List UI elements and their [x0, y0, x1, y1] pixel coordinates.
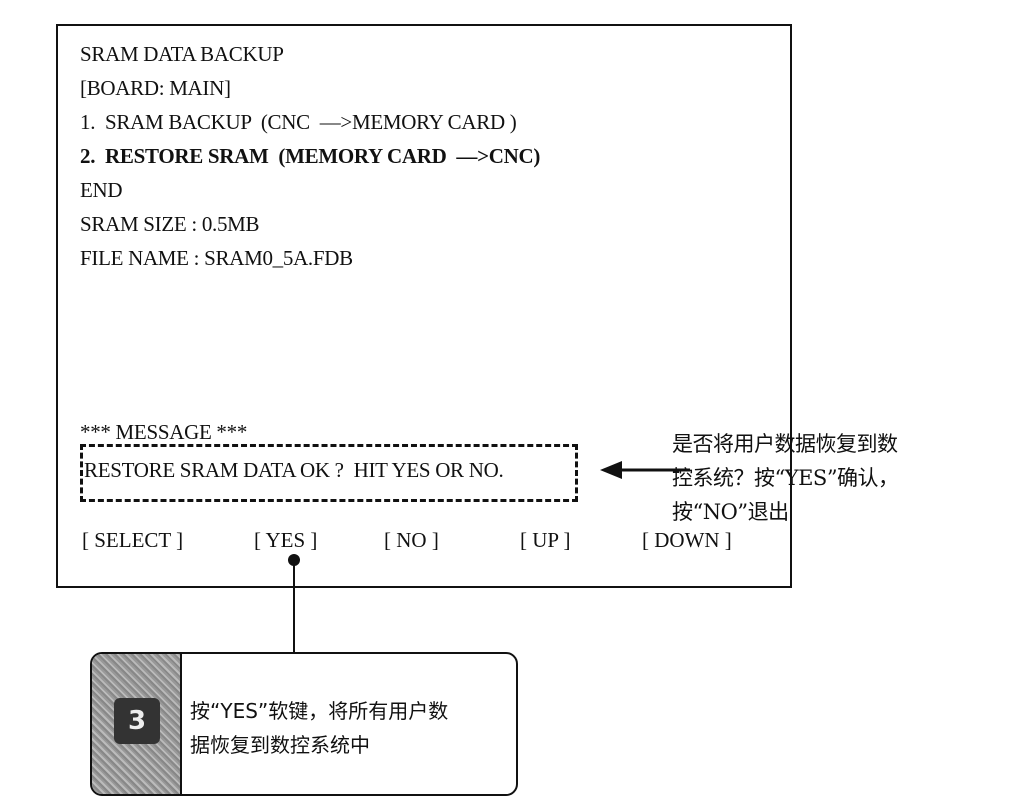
board-label: [BOARD: MAIN]: [80, 76, 231, 100]
step-badge-panel: 3: [92, 654, 182, 794]
step-number: 3: [114, 698, 160, 744]
message-highlight-box: [80, 444, 578, 502]
side-note-line-2: 控系统？按“YES”确认，: [672, 466, 899, 490]
yes-callout-dot: [288, 554, 300, 566]
file-name-label: FILE NAME : SRAM0_5A.FDB: [80, 246, 353, 270]
softkey-up[interactable]: [ UP ]: [520, 528, 571, 552]
message-header: *** MESSAGE ***: [80, 420, 248, 444]
softkey-bar: [ SELECT ] [ YES ] [ NO ] [ UP ] [ DOWN …: [80, 528, 780, 560]
softkey-select[interactable]: [ SELECT ]: [82, 528, 184, 552]
side-note-arrowhead: [600, 461, 622, 479]
softkey-no[interactable]: [ NO ]: [384, 528, 439, 552]
menu-item-restore-sram[interactable]: 2. RESTORE SRAM (MEMORY CARD —>CNC): [80, 144, 541, 168]
step-description: 按“YES”软键，将所有用户数 据恢复到数控系统中: [190, 694, 448, 762]
softkey-yes[interactable]: [ YES ]: [254, 528, 318, 552]
step-description-line-1: 按“YES”软键，将所有用户数: [190, 699, 449, 723]
message-text: RESTORE SRAM DATA OK ? HIT YES OR NO.: [84, 458, 504, 482]
menu-item-sram-backup[interactable]: 1. SRAM BACKUP (CNC —>MEMORY CARD ): [80, 110, 517, 134]
side-note-line-1: 是否将用户数据恢复到数: [672, 432, 898, 456]
cnc-screen: [56, 24, 792, 588]
side-note-line-3: 按“NO”退出: [672, 500, 789, 524]
softkey-down[interactable]: [ DOWN ]: [642, 528, 732, 552]
menu-item-end[interactable]: END: [80, 178, 123, 202]
screen-title: SRAM DATA BACKUP: [80, 42, 284, 66]
step-callout: 3 按“YES”软键，将所有用户数 据恢复到数控系统中: [90, 652, 518, 796]
sram-size-label: SRAM SIZE : 0.5MB: [80, 212, 260, 236]
step-description-line-2: 据恢复到数控系统中: [190, 733, 370, 757]
